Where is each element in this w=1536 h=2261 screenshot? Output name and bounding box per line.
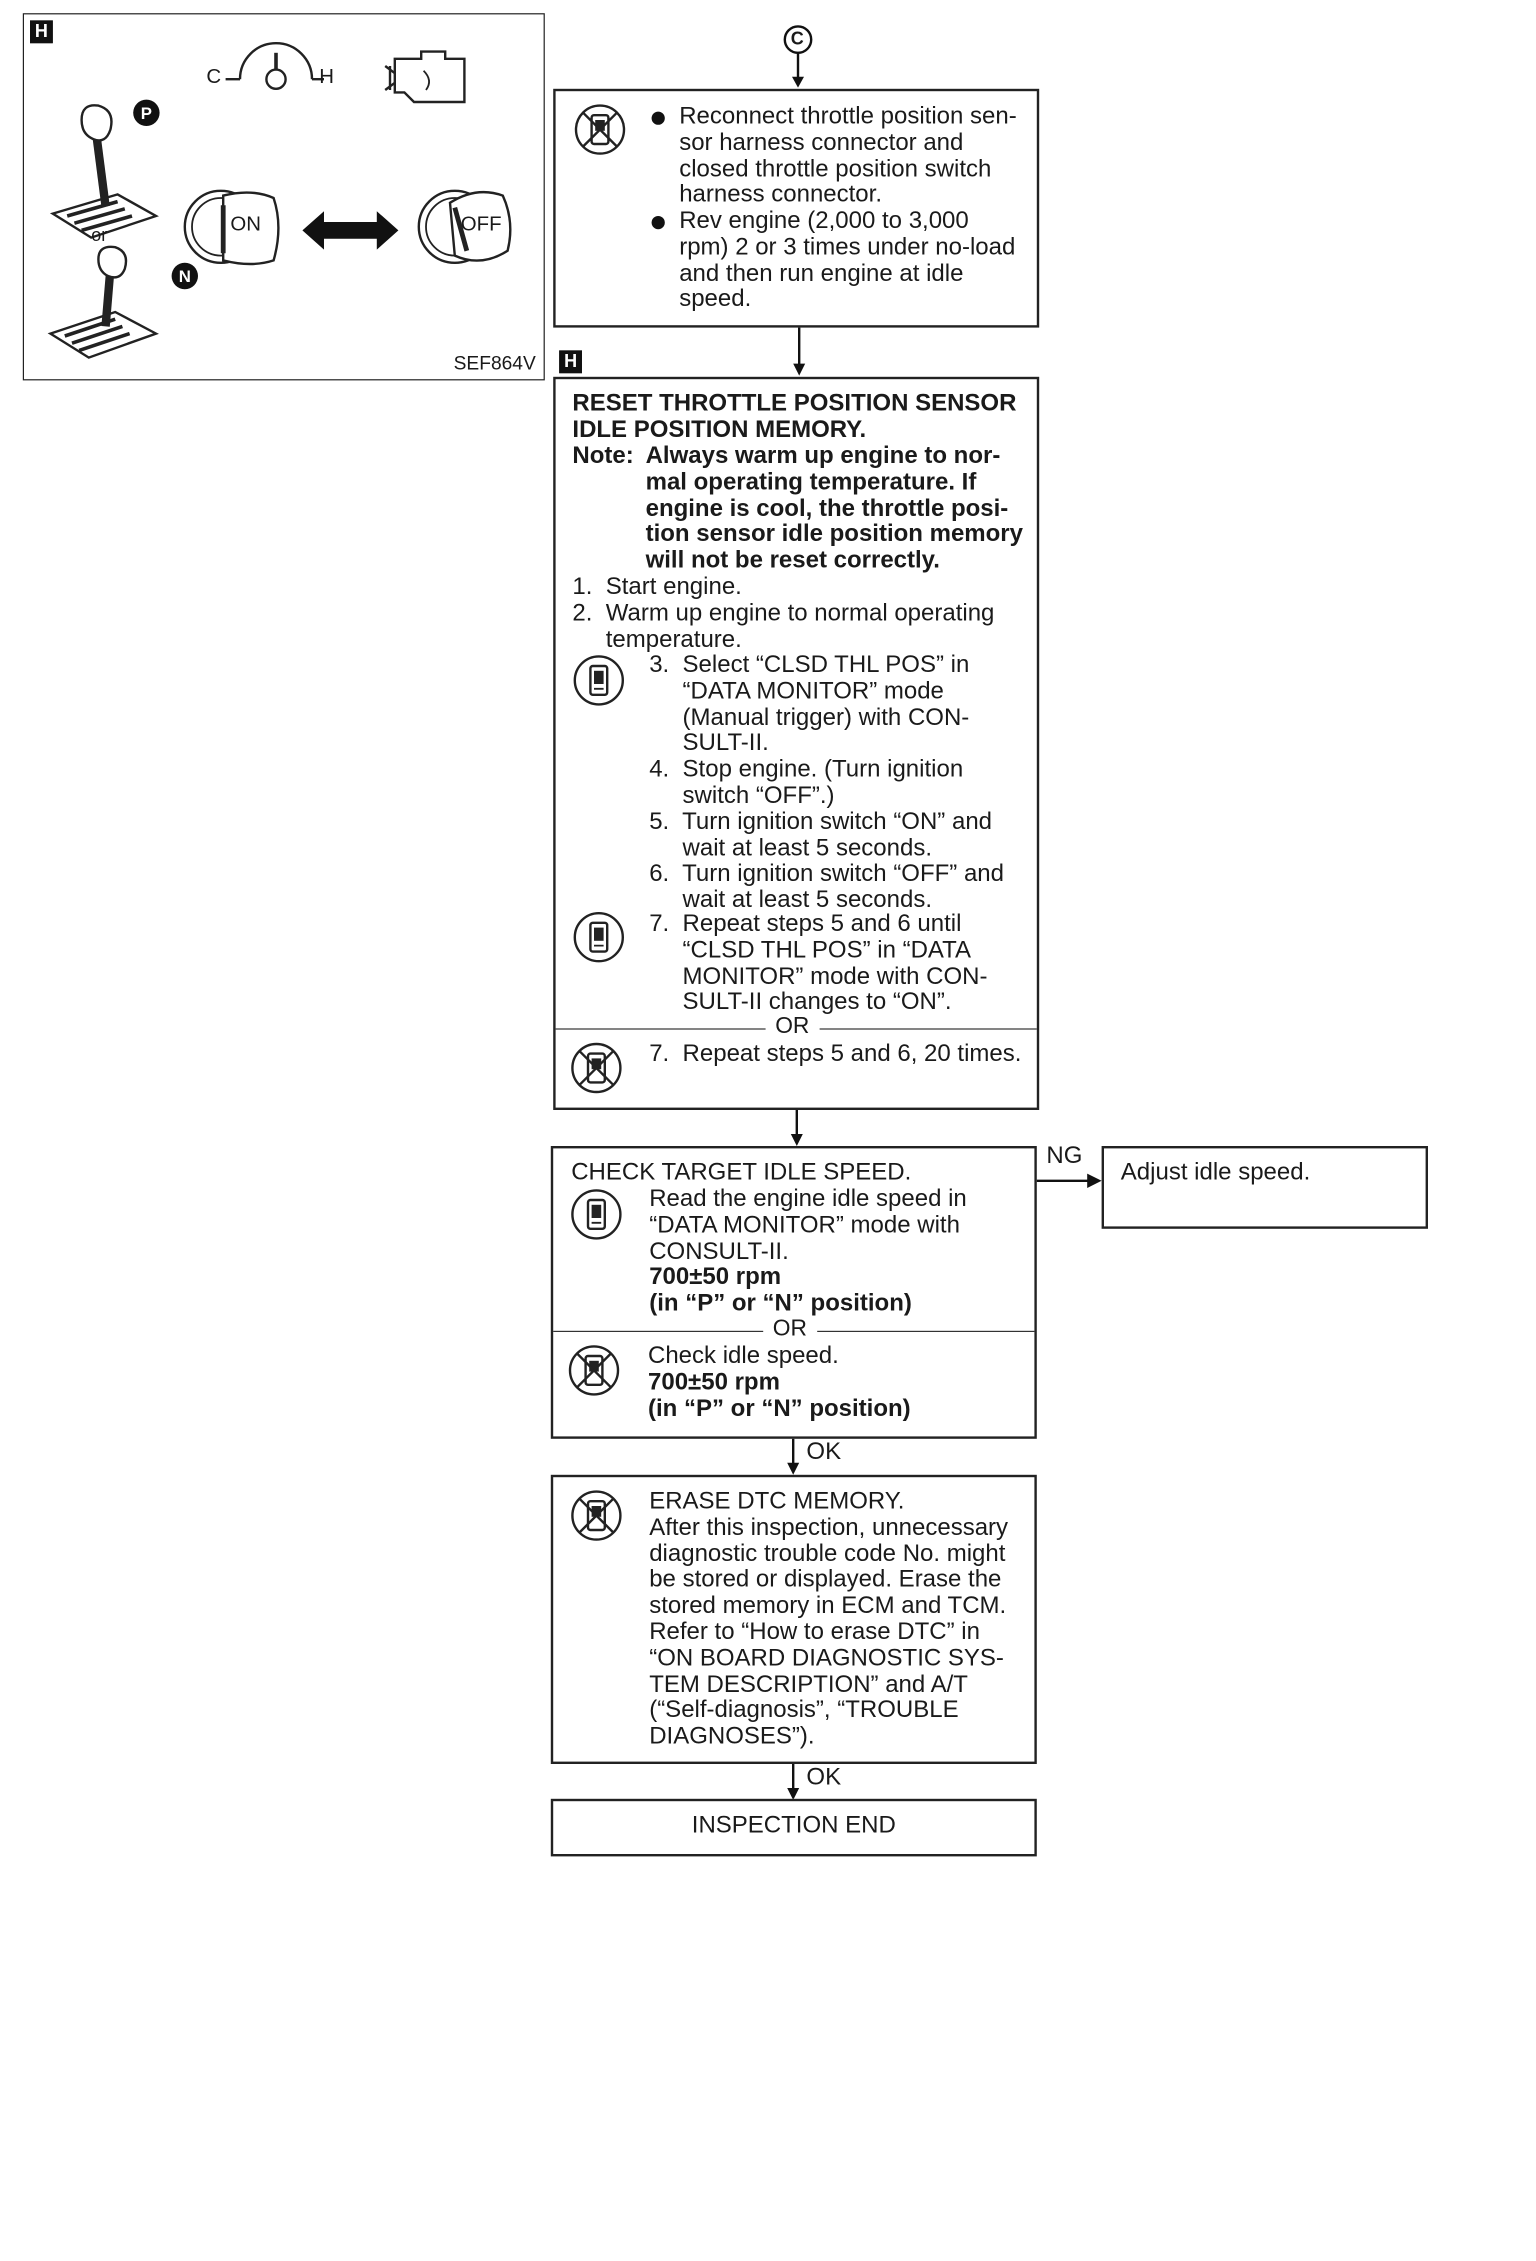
erase-dtc-box: ERASE DTC MEMORY. After this inspection,…: [550, 1474, 1037, 1765]
no-consult-icon: [574, 104, 626, 155]
ignition-on-label: ON: [230, 212, 261, 236]
engine-icon: [384, 50, 466, 104]
ignition-off-label: OFF: [460, 212, 502, 236]
reset-memory-box: RESET THROTTLE POSITION SENSOR IDLE POSI…: [553, 376, 1040, 1110]
flow-arrow: [793, 327, 806, 376]
ng-label: NG: [1046, 1142, 1083, 1169]
note-label: Note:: [572, 442, 634, 470]
idle-spec: 700±50 rpm (in “P” or “N” position): [649, 1263, 912, 1317]
or-label: OR: [765, 1015, 820, 1040]
or-label: or: [91, 225, 108, 247]
illustration-panel: H C H P or: [22, 13, 545, 381]
alt-step: 7. Repeat steps 5 and 6, 20 times.: [649, 1040, 1022, 1067]
shift-lever-n-icon: N: [47, 245, 199, 359]
ignition-off-icon: [417, 189, 512, 265]
consult-idle-text: Read the engine idle speed in “DATA MONI…: [649, 1185, 967, 1265]
ng-arrow: [1036, 1173, 1102, 1188]
no-consult-icon: [571, 1490, 622, 1541]
illustration-badge-label: H: [34, 21, 48, 42]
consult-icon: [573, 655, 625, 706]
illustration-badge: H: [30, 20, 53, 44]
inspection-end-box: INSPECTION END: [550, 1798, 1037, 1857]
start-connector-label: C: [790, 28, 804, 50]
gauge-hot-label: H: [319, 64, 334, 88]
steps-repeat: 7. Repeat steps 5 and 6 until “CLSD THL …: [649, 910, 988, 1016]
temperature-gauge-icon: [225, 42, 325, 91]
no-consult-icon: [568, 1345, 620, 1396]
reconnect-box: Reconnect throttle position sen- sor har…: [553, 88, 1040, 328]
flow-arrow: [787, 1764, 800, 1801]
reconnect-step: Reconnect throttle position sen- sor har…: [679, 103, 1017, 209]
steps-start: 1. Start engine. 2. Warm up engine to no…: [572, 573, 995, 653]
gauge-cold-label: C: [206, 64, 222, 88]
ignition-on-icon: [183, 189, 280, 266]
flow-arrow: [787, 1438, 800, 1475]
inspection-end-text: INSPECTION END: [691, 1812, 896, 1839]
erase-dtc-text: ERASE DTC MEMORY. After this inspection,…: [649, 1488, 1009, 1750]
start-connector-icon: [783, 25, 813, 88]
adjust-idle-text: Adjust idle speed.: [1120, 1159, 1311, 1186]
rev-engine-step: Rev engine (2,000 to 3,000 rpm) 2 or 3 t…: [679, 207, 1016, 313]
alt-idle-text: Check idle speed.: [648, 1342, 839, 1370]
figure-code: SEF864V: [453, 354, 536, 375]
note-text: Always warm up engine to nor- mal operat…: [645, 442, 1024, 574]
h-marker-label: H: [564, 351, 578, 372]
bullet-dot: [651, 216, 665, 230]
ok-label: OK: [806, 1438, 842, 1466]
flow-arrow: [790, 1110, 803, 1146]
double-arrow-icon: [302, 211, 399, 250]
consult-icon: [571, 1189, 622, 1240]
consult-icon: [573, 912, 625, 963]
ok-label: OK: [806, 1764, 842, 1791]
svg-text:P: P: [141, 104, 152, 123]
no-consult-icon: [571, 1042, 622, 1094]
reset-title: RESET THROTTLE POSITION SENSOR IDLE POSI…: [572, 390, 1017, 443]
steps-consult: 3. Select “CLSD THL POS” in “DATA MONITO…: [649, 651, 1005, 914]
bullet-dot: [651, 111, 665, 125]
alt-idle-spec: 700±50 rpm (in “P” or “N” position): [648, 1369, 911, 1422]
adjust-idle-box: Adjust idle speed.: [1101, 1146, 1428, 1229]
h-marker-badge: H: [559, 350, 582, 374]
svg-text:N: N: [179, 267, 191, 286]
shift-lever-p-icon: P: [49, 99, 160, 239]
or-label: OR: [763, 1317, 817, 1342]
check-idle-box: CHECK TARGET IDLE SPEED. Read the engine…: [550, 1146, 1037, 1439]
check-idle-title: CHECK TARGET IDLE SPEED.: [571, 1159, 912, 1186]
